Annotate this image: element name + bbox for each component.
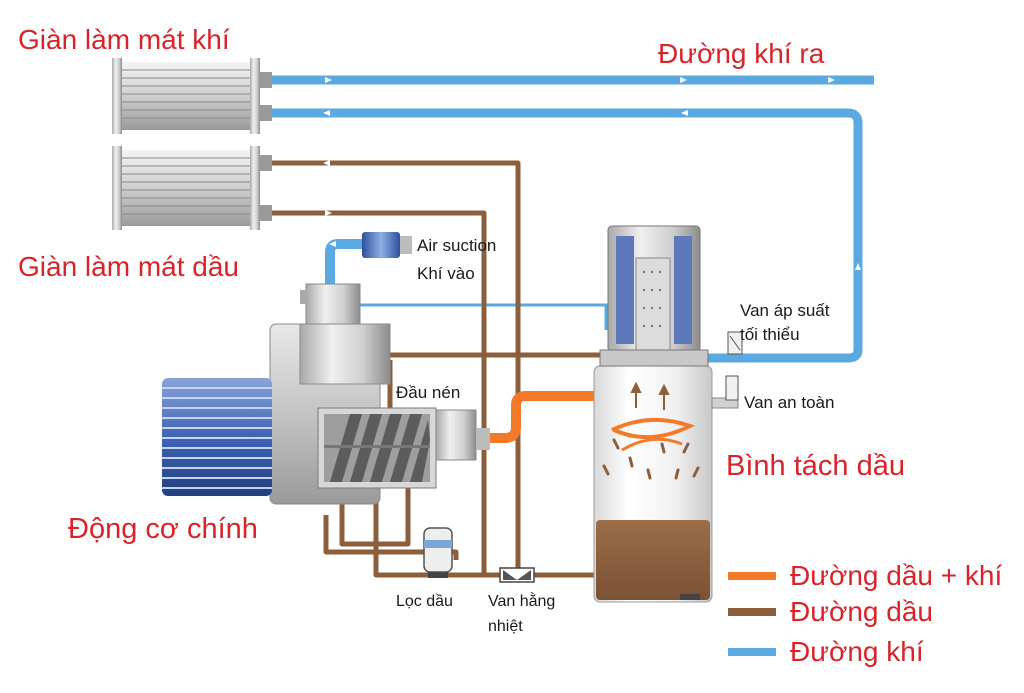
air-suction-label: Air suction xyxy=(417,236,497,255)
airend-label: Đầu nén xyxy=(396,383,461,402)
legend-label: Đường khí xyxy=(790,636,924,667)
separator-tank-label: Bình tách dầu xyxy=(726,450,905,482)
oil-air-line xyxy=(488,391,596,443)
air-cooler-label: Giàn làm mát khí xyxy=(18,24,230,55)
valve-icon xyxy=(499,567,535,583)
oil-filter-icon xyxy=(423,527,453,578)
legend-label: Đường dầu + khí xyxy=(790,560,1003,591)
arrow-icon xyxy=(680,77,687,83)
arrow-icon xyxy=(325,77,332,83)
min-pressure-valve xyxy=(727,331,743,355)
air-thin-line xyxy=(358,303,608,330)
separator-filter-icon xyxy=(599,225,709,367)
legend-item-oil: Đường dầu xyxy=(728,596,933,628)
oil-cooler-line-top xyxy=(272,160,521,575)
legend-swatch xyxy=(728,648,776,656)
oil-cooler-line-bottom xyxy=(272,210,487,575)
motor-icon xyxy=(162,378,272,496)
thermo-valve-label-line2: nhiệt xyxy=(488,618,523,635)
legend-item-oil-air: Đường dầu + khí xyxy=(728,560,1002,592)
arrow-icon xyxy=(323,160,330,166)
legend-label: Đường dầu xyxy=(790,596,933,627)
air-cooler xyxy=(112,58,272,134)
arrow-icon xyxy=(329,241,336,247)
min-pressure-valve-label-line2: tối thiểu xyxy=(740,325,800,344)
arrow-icon xyxy=(681,110,688,116)
oil-cooler xyxy=(112,146,272,230)
min-pressure-valve-label-line1: Van áp suất xyxy=(740,301,830,320)
arrow-icon xyxy=(325,210,332,216)
air-in-label: Khí vào xyxy=(417,264,475,283)
intake-valve xyxy=(300,283,361,325)
air-suction-line xyxy=(325,239,362,292)
air-out-label: Đường khí ra xyxy=(658,38,825,69)
separator-tank xyxy=(593,365,713,603)
oil-cooler-label: Giàn làm mát dầu xyxy=(18,251,239,282)
thermo-valve-label-line1: Van hằng xyxy=(488,593,556,610)
arrow-icon xyxy=(855,263,861,270)
safety-valve xyxy=(711,375,739,409)
flow-arrows xyxy=(323,77,861,270)
oil-filter-label: Lọc dầu xyxy=(396,593,453,610)
safety-valve-label: Van an toàn xyxy=(744,393,835,412)
arrow-icon xyxy=(828,77,835,83)
oil-lines xyxy=(272,160,600,578)
screw-rotor-icon xyxy=(324,414,430,482)
air-suction-filter xyxy=(362,232,412,258)
legend-item-air: Đường khí xyxy=(728,636,924,668)
air-return-line xyxy=(272,108,863,363)
legend-swatch xyxy=(728,608,776,616)
arrow-icon xyxy=(323,110,330,116)
air-lines xyxy=(272,75,874,363)
legend-swatch xyxy=(728,572,776,580)
main-motor-label: Động cơ chính xyxy=(68,513,258,545)
